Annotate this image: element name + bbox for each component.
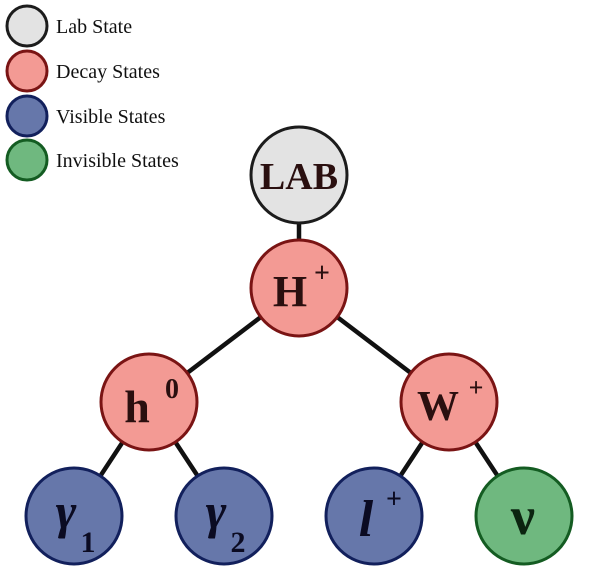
legend-item-lab: Lab State [5, 4, 132, 48]
node-h0-superscript: 0 [165, 374, 179, 405]
node-Hplus-label: H [273, 267, 307, 316]
tree-nodes: LAB H + h 0 W + γ 1 γ 2 l [24, 125, 574, 566]
node-h0: h 0 [99, 352, 199, 452]
node-nu-label: ν [510, 486, 535, 546]
legend-swatch-invisible [5, 138, 49, 182]
legend-swatch-visible [5, 94, 49, 138]
node-lplus-label: l [359, 491, 374, 548]
node-h0-label: h [124, 381, 150, 432]
legend-label-decay: Decay States [56, 61, 160, 83]
node-gamma1-subscript: 1 [81, 526, 96, 559]
node-nu: ν [474, 466, 574, 566]
legend-label-lab: Lab State [56, 16, 132, 38]
node-gamma2-circle [174, 466, 274, 566]
node-Wplus: W + [399, 352, 499, 452]
node-gamma1: γ 1 [24, 466, 124, 566]
legend-item-decay: Decay States [5, 49, 160, 93]
node-gamma2: γ 2 [174, 466, 274, 566]
legend-swatch-lab [5, 4, 49, 48]
node-gamma1-circle [24, 466, 124, 566]
legend-swatch-decay [5, 49, 49, 93]
node-h0-circle [99, 352, 199, 452]
node-lab-circle [249, 125, 349, 225]
node-lplus-superscript: + [386, 484, 402, 515]
node-lab-label: LAB [260, 156, 338, 198]
legend-label-visible: Visible States [56, 106, 166, 128]
node-lplus-circle [324, 466, 424, 566]
node-gamma2-subscript: 2 [231, 526, 246, 559]
node-gamma2-label: γ [206, 483, 227, 539]
legend-item-visible: Visible States [5, 94, 166, 138]
legend-item-invisible: Invisible States [5, 138, 179, 182]
node-Wplus-label: W [417, 384, 459, 430]
node-Hplus-circle [249, 238, 349, 338]
node-gamma1-label: γ [56, 483, 77, 539]
tree-edges [71, 172, 527, 519]
legend-label-invisible: Invisible States [56, 150, 179, 172]
legend: Lab State Decay States Visible States In… [5, 4, 179, 182]
node-lab: LAB [249, 125, 349, 225]
node-Hplus-superscript: + [314, 258, 330, 289]
node-nu-circle [474, 466, 574, 566]
node-Wplus-superscript: + [469, 373, 484, 402]
node-lplus: l + [324, 466, 424, 566]
node-Hplus: H + [249, 238, 349, 338]
node-Wplus-circle [399, 352, 499, 452]
